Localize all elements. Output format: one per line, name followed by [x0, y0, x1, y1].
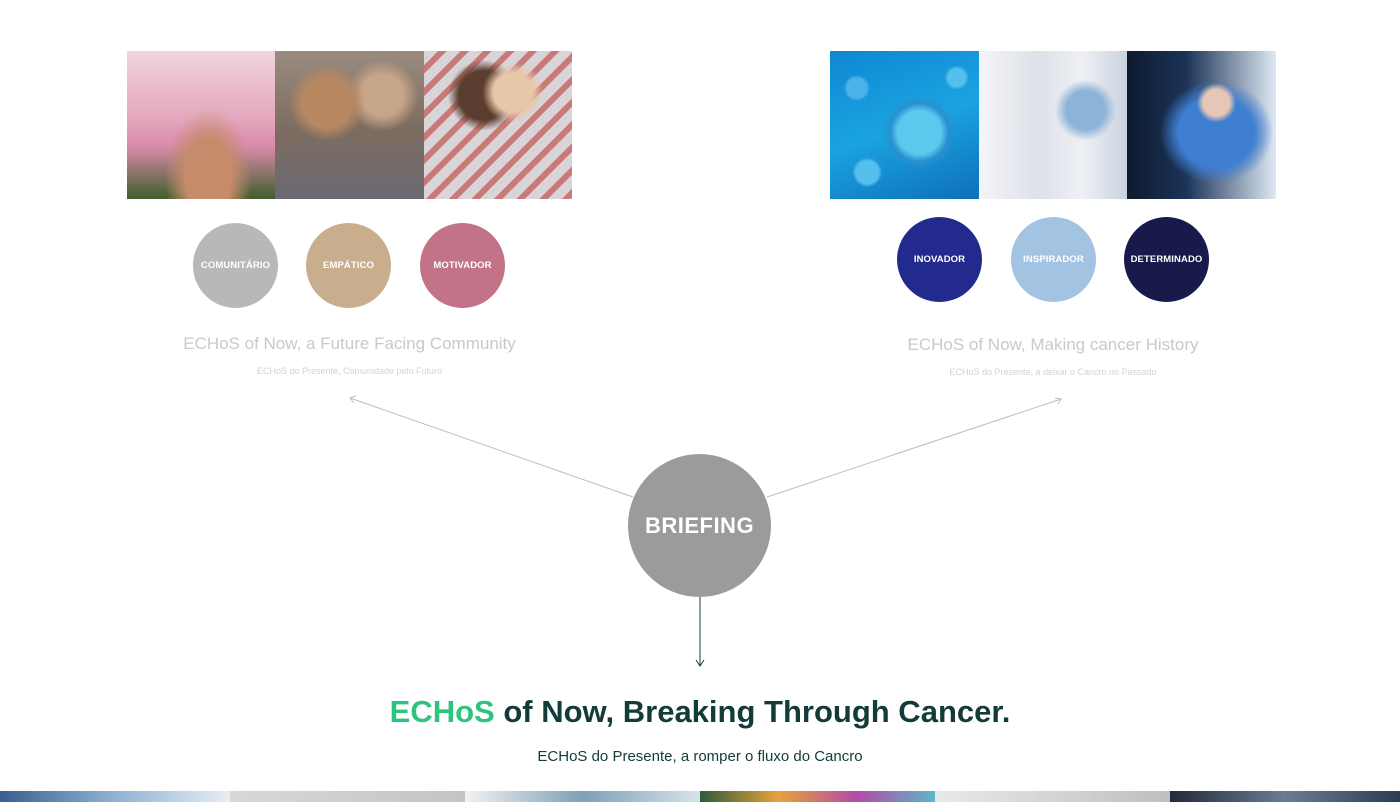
photo-microscope: [978, 51, 1128, 199]
right-subtitle: ECHoS do Presente, a deixar o Cancro no …: [949, 367, 1157, 377]
photo-blue-cells: [830, 51, 979, 199]
bottom-photo-strip: [0, 791, 1400, 802]
right-title: ECHoS of Now, Making cancer History: [907, 335, 1199, 354]
keyword-motivador: MOTIVADOR: [420, 223, 505, 308]
bottom-photo-3: [465, 791, 700, 802]
arrowhead-left: [349, 395, 357, 404]
arrow-line-right: [766, 398, 1062, 498]
main-subtitle: ECHoS do Presente, a romper o fluxo do C…: [537, 748, 863, 765]
arrow-line-left: [349, 397, 634, 498]
right-photo-strip: [830, 51, 1276, 199]
bottom-photo-5: [935, 791, 1170, 802]
photo-women-embrace: [275, 51, 424, 199]
bottom-photo-4: [700, 791, 935, 802]
main-title-accent: ECHoS: [389, 694, 495, 729]
left-photo-strip: [127, 51, 572, 199]
arrowhead-right: [1054, 397, 1062, 405]
keyword-comunitario: COMUNITÁRIO: [193, 223, 278, 308]
briefing-label: BRIEFING: [644, 512, 755, 538]
left-subtitle: ECHoS do Presente, Comunidade pelo Futur…: [256, 366, 443, 376]
photo-surgeon: [1127, 51, 1276, 199]
keyword-inovador: INOVADOR: [897, 217, 982, 302]
keyword-determinado: DETERMINADO: [1124, 217, 1209, 302]
left-title: ECHoS of Now, a Future Facing Community: [183, 334, 516, 353]
bottom-photo-6: [1170, 791, 1400, 802]
photo-friends-hug: [423, 51, 572, 199]
bottom-photo-1: [0, 791, 230, 802]
arrowhead-down: [695, 659, 705, 667]
bottom-photo-2: [230, 791, 465, 802]
photo-joined-hands: [127, 51, 276, 199]
briefing-circle: BRIEFING: [628, 454, 771, 597]
keyword-inspirador: INSPIRADOR: [1011, 217, 1096, 302]
main-title-rest: of Now, Breaking Through Cancer.: [494, 694, 1011, 729]
main-title: ECHoS of Now, Breaking Through Cancer.: [0, 694, 1400, 730]
keyword-empatico: EMPÁTICO: [306, 223, 391, 308]
